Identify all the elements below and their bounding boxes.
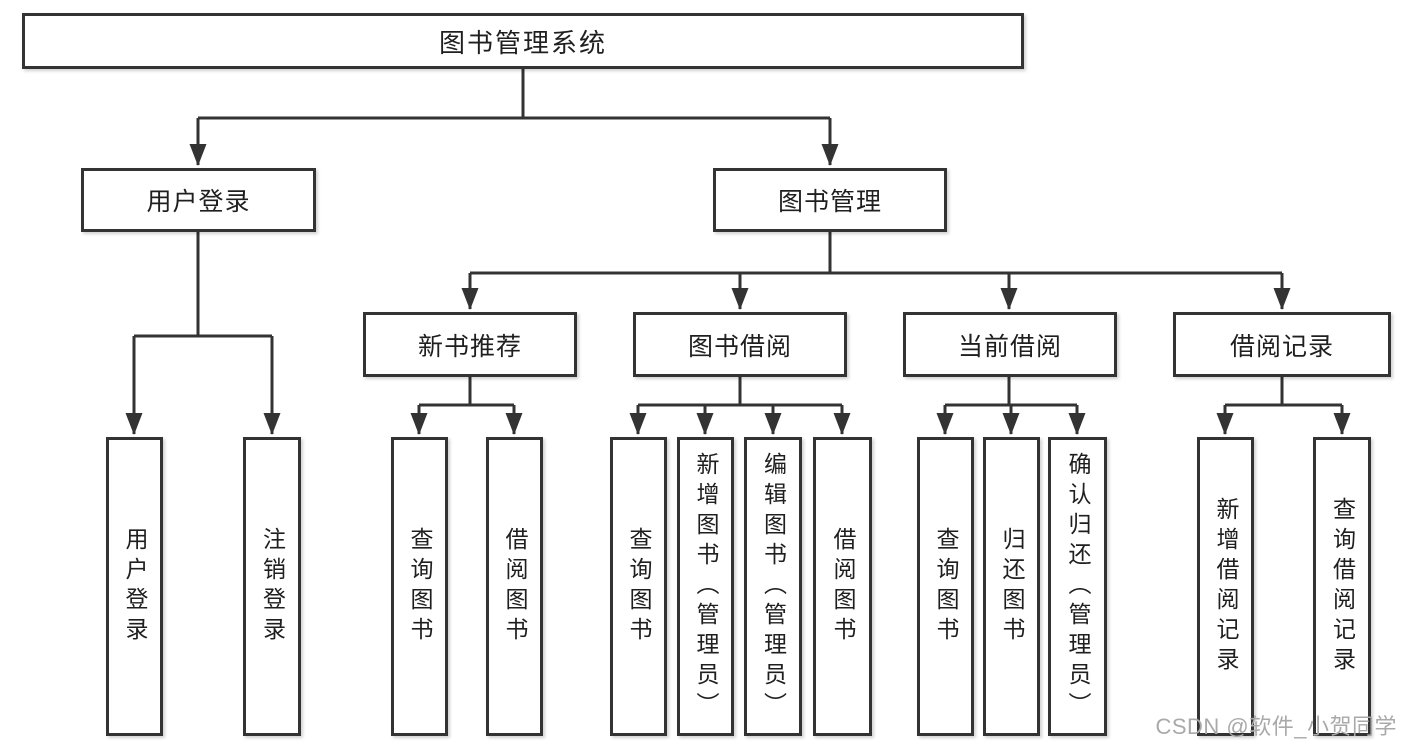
node-new-book-recommend: 新书推荐 (363, 312, 577, 377)
node-root-system: 图书管理系统 (22, 13, 1024, 69)
leaf-newbooks-query: 查询图书 (391, 437, 448, 736)
node-book-management: 图书管理 (713, 168, 947, 232)
leaf-records-query: 查询借阅记录 (1313, 437, 1371, 736)
leaf-current-confirm-admin: 确认归还（管理员） (1048, 437, 1107, 736)
node-user-login: 用户登录 (81, 168, 316, 232)
leaf-borrowing-add-admin: 新增图书（管理员） (677, 437, 734, 736)
leaf-borrowing-query: 查询图书 (610, 437, 667, 736)
leaf-borrowing-borrow: 借阅图书 (813, 437, 872, 736)
leaf-records-add: 新增借阅记录 (1197, 437, 1254, 736)
leaf-borrowing-edit-admin: 编辑图书（管理员） (744, 437, 802, 736)
leaf-current-query: 查询图书 (917, 437, 974, 736)
leaf-newbooks-borrow: 借阅图书 (486, 437, 543, 736)
leaf-logout: 注销登录 (243, 437, 301, 736)
node-borrow-records: 借阅记录 (1173, 312, 1391, 377)
leaf-user-login: 用户登录 (106, 437, 163, 736)
leaf-current-return: 归还图书 (983, 437, 1040, 736)
watermark-text: CSDN @软件_小贺同学 (1155, 714, 1397, 739)
node-current-borrow: 当前借阅 (903, 312, 1117, 377)
node-book-borrow: 图书借阅 (633, 312, 847, 377)
